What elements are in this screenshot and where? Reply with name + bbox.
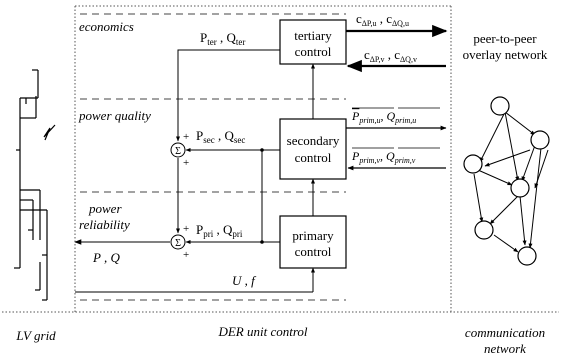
- label-uf: U , f: [232, 273, 257, 288]
- secondary-control-label-1: secondary: [287, 133, 340, 148]
- plus-sign: +: [183, 249, 189, 261]
- label-prim-u: Pprim,u, Qprim,u: [351, 109, 416, 125]
- sum-node-secondary: Σ: [170, 142, 186, 158]
- label-c-u: cΔP,u , cΔQ,u: [356, 11, 409, 28]
- footer-lv-grid: LV grid: [15, 328, 56, 343]
- section-label-reliability: reliability: [79, 217, 130, 232]
- label-p-ter: Pter , Qter: [200, 30, 245, 47]
- plus-sign: +: [183, 131, 189, 143]
- tertiary-control-label-2: control: [295, 44, 332, 59]
- network-node: [530, 130, 550, 150]
- sum-node-primary: Σ: [170, 234, 186, 250]
- section-label-power-quality: power quality: [78, 108, 151, 123]
- section-label-power: power: [88, 201, 122, 216]
- arrow-tertiary-output: [176, 49, 280, 142]
- footer-communication: communication: [465, 325, 545, 340]
- network-node: [474, 220, 494, 240]
- lv-grid-schematic: [14, 69, 56, 301]
- network-node: [510, 178, 530, 198]
- network-title-1: peer-to-peer: [473, 31, 537, 46]
- network-title-2: overlay network: [463, 47, 548, 62]
- tertiary-control-box: [279, 19, 347, 65]
- svg-text:Σ: Σ: [175, 146, 181, 157]
- svg-text:Σ: Σ: [175, 238, 181, 249]
- primary-control-label-2: control: [295, 244, 332, 259]
- plus-sign: +: [183, 223, 189, 235]
- lightning-icon: [43, 124, 56, 141]
- label-c-v: cΔP,v , cΔQ,v: [364, 47, 417, 64]
- overlay-network-nodes: [463, 96, 550, 266]
- network-node: [517, 246, 537, 266]
- label-prim-v: Pprim,v, Qprim,v: [351, 149, 416, 165]
- label-p-sec: Psec , Qsec: [196, 128, 245, 145]
- network-node: [463, 154, 483, 174]
- tertiary-control-label-1: tertiary: [294, 28, 332, 43]
- label-pq: P , Q: [92, 250, 120, 265]
- section-separators: [80, 13, 346, 301]
- primary-control-label-1: primary: [292, 228, 334, 243]
- plus-sign: +: [183, 157, 189, 169]
- footer-network: network: [484, 341, 526, 356]
- section-label-economics: economics: [79, 19, 134, 34]
- label-p-pri: Ppri , Qpri: [196, 222, 243, 239]
- secondary-control-box: [279, 118, 347, 180]
- footer-der-unit-control: DER unit control: [217, 324, 307, 339]
- overlay-network-graph: [473, 111, 549, 253]
- network-node: [490, 96, 510, 116]
- secondary-control-label-2: control: [295, 150, 332, 165]
